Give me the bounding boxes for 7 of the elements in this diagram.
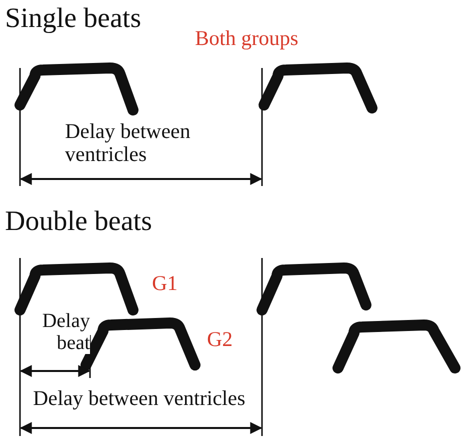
group-label: G1 <box>152 272 178 296</box>
delay-label: Delay between ventricles <box>65 120 192 166</box>
section-heading: Single beats <box>5 4 142 35</box>
group-label: Both groups <box>195 27 298 50</box>
section-heading: Double beats <box>5 207 152 238</box>
group-label: G2 <box>207 328 233 352</box>
delay-label: Delay between ventricles <box>33 387 246 410</box>
